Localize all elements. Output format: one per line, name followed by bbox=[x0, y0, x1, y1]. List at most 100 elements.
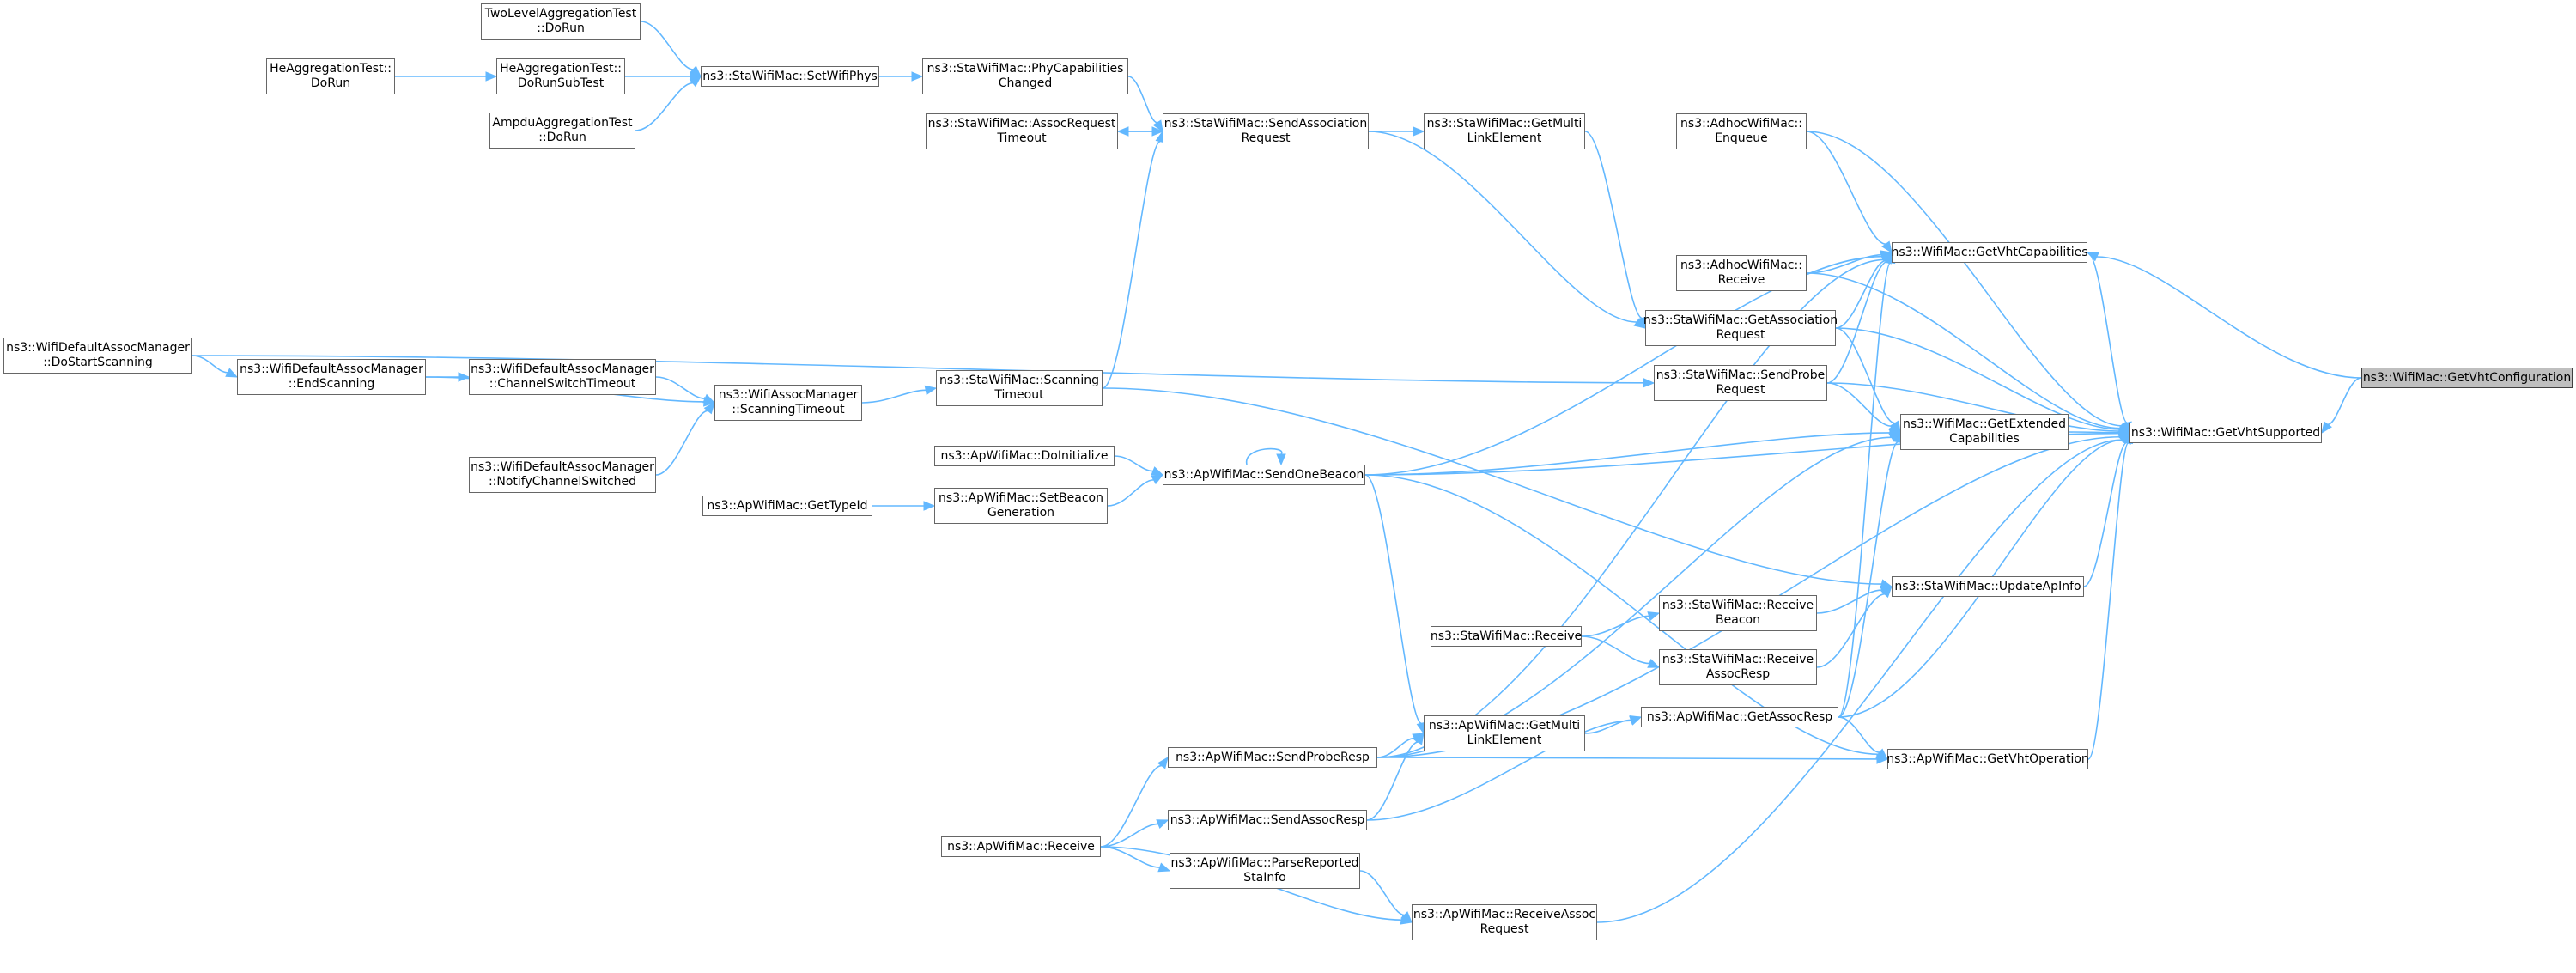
node-label: ns3::ApWifiMac::GetVhtOperation bbox=[1886, 751, 2089, 766]
call-edge bbox=[191, 355, 239, 378]
node-wifidefaultassocmanager-notifychannelswitched[interactable]: ns3::WifiDefaultAssocManager::NotifyChan… bbox=[469, 457, 656, 493]
node-label: ::ChannelSwitchTimeout bbox=[489, 377, 636, 391]
node-label: ns3::StaWifiMac::PhyCapabilities bbox=[927, 62, 1124, 76]
node-stawifimac-updateapinfo[interactable]: ns3::StaWifiMac::UpdateApInfo bbox=[1892, 576, 2084, 597]
node-label: ns3::StaWifiMac::UpdateApInfo bbox=[1894, 579, 2081, 593]
node-label: ::EndScanning bbox=[288, 377, 375, 391]
node-heaggregationtest-dorun[interactable]: HeAggregationTest::DoRun bbox=[266, 58, 395, 94]
node-label: DoRun bbox=[310, 76, 351, 90]
node-adhocwifimac-enqueue[interactable]: ns3::AdhocWifiMac::Enqueue bbox=[1676, 113, 1807, 149]
node-apwifimac-getvhtoperation[interactable]: ns3::ApWifiMac::GetVhtOperation bbox=[1886, 749, 2089, 769]
node-stawifimac-receive[interactable]: ns3::StaWifiMac::Receive bbox=[1431, 626, 1582, 647]
node-label: ::DoStartScanning bbox=[43, 356, 153, 369]
node-label: ns3::WifiDefaultAssocManager bbox=[471, 362, 654, 376]
call-edge bbox=[2087, 431, 2134, 760]
node-label: ns3::ApWifiMac::ParseReported bbox=[1170, 856, 1359, 870]
call-edge bbox=[1100, 756, 1169, 848]
node-label: ns3::ApWifiMac::SetBeacon bbox=[939, 491, 1103, 505]
node-label: DoRunSubTest bbox=[517, 76, 605, 90]
call-edge bbox=[1806, 272, 2131, 434]
call-edge bbox=[1581, 611, 1661, 637]
node-label: ns3::WifiDefaultAssocManager bbox=[471, 460, 654, 474]
node-label: ns3::StaWifiMac::Receive bbox=[1430, 629, 1583, 643]
node-label: ns3::ApWifiMac::DoInitialize bbox=[940, 448, 1109, 463]
node-label: ns3::ApWifiMac::GetAssocResp bbox=[1646, 709, 1833, 724]
node-label: ns3::StaWifiMac::GetMulti bbox=[1426, 117, 1583, 131]
call-edge bbox=[1368, 131, 1647, 329]
node-adhocwifimac-receive[interactable]: ns3::AdhocWifiMac::Receive bbox=[1676, 255, 1807, 291]
call-edge bbox=[191, 355, 1656, 388]
node-label: Request bbox=[1716, 383, 1765, 397]
node-label: ns3::ApWifiMac::GetMulti bbox=[1428, 719, 1581, 733]
call-edge bbox=[1116, 126, 1163, 137]
node-label: TwoLevelAggregationTest bbox=[484, 7, 637, 21]
call-edge bbox=[2321, 377, 2362, 435]
node-apwifimac-getassocresp[interactable]: ns3::ApWifiMac::GetAssocResp bbox=[1641, 707, 1838, 727]
node-label: Capabilities bbox=[1949, 432, 2020, 446]
node-label: AssocResp bbox=[1705, 667, 1771, 681]
call-edge bbox=[655, 401, 715, 476]
call-edge bbox=[1826, 382, 1902, 433]
call-edge bbox=[1102, 387, 1893, 589]
node-label: ns3::WifiMac::GetVhtCapabilities bbox=[1891, 245, 2088, 259]
node-label: ns3::ApWifiMac::Receive bbox=[947, 839, 1095, 854]
node-stawifimac-setwifiphys[interactable]: ns3::StaWifiMac::SetWifiPhys bbox=[701, 66, 879, 87]
node-label: ns3::StaWifiMac::Receive bbox=[1662, 599, 1814, 612]
node-apwifimac-sendonebeacon[interactable]: ns3::ApWifiMac::SendOneBeacon bbox=[1163, 465, 1365, 485]
call-edge bbox=[1369, 126, 1425, 137]
node-twolevelaggregationtest-dorun[interactable]: TwoLevelAggregationTest::DoRun bbox=[481, 3, 641, 40]
node-wifidefaultassocmanager-dostartscanning[interactable]: ns3::WifiDefaultAssocManager::DoStartSca… bbox=[3, 338, 192, 374]
node-label: ns3::WifiAssocManager bbox=[718, 388, 859, 402]
node-label: ::NotifyChannelSwitched bbox=[488, 475, 637, 489]
node-label: ns3::ApWifiMac::SendAssocResp bbox=[1170, 812, 1365, 827]
call-edge bbox=[879, 71, 924, 82]
node-wifimac-getvhtsupported[interactable]: ns3::WifiMac::GetVhtSupported bbox=[2129, 423, 2322, 443]
node-label: ns3::WifiMac::GetVhtConfiguration bbox=[2362, 370, 2572, 385]
call-edge bbox=[635, 76, 702, 131]
node-apwifimac-sendassocresp[interactable]: ns3::ApWifiMac::SendAssocResp bbox=[1168, 810, 1367, 830]
node-heaggregationtest-dorunsubtest[interactable]: HeAggregationTest::DoRunSubTest bbox=[496, 58, 625, 94]
call-edge bbox=[861, 385, 938, 404]
node-apwifimac-receive[interactable]: ns3::ApWifiMac::Receive bbox=[941, 836, 1101, 857]
node-apwifimac-sendproberesp[interactable]: ns3::ApWifiMac::SendProbeResp bbox=[1168, 747, 1377, 768]
node-label: ns3::ApWifiMac::SendProbeResp bbox=[1176, 750, 1370, 764]
node-label: ns3::StaWifiMac::SendAssociation bbox=[1163, 117, 1368, 131]
node-label: ns3::WifiDefaultAssocManager bbox=[240, 362, 423, 376]
node-label: LinkElement bbox=[1467, 131, 1542, 145]
node-wifimac-getvhtcapabilities[interactable]: ns3::WifiMac::GetVhtCapabilities bbox=[1891, 242, 2088, 263]
node-label: ns3::AdhocWifiMac:: bbox=[1680, 258, 1802, 272]
call-edge bbox=[1114, 455, 1164, 476]
call-edge bbox=[1366, 716, 1643, 821]
node-label: ns3::ApWifiMac::GetTypeId bbox=[707, 498, 868, 513]
call-edge bbox=[1806, 131, 1893, 254]
node-label: ns3::StaWifiMac::SendProbe bbox=[1656, 368, 1826, 382]
node-label: Request bbox=[1479, 922, 1529, 936]
node-wifidefaultassocmanager-endscanning[interactable]: ns3::WifiDefaultAssocManager::EndScannin… bbox=[237, 359, 426, 395]
node-label: ns3::ApWifiMac::ReceiveAssoc bbox=[1413, 908, 1596, 921]
node-wifiassocmanager-scanningtimeout[interactable]: ns3::WifiAssocManager::ScanningTimeout bbox=[714, 385, 862, 421]
node-apwifimac-doinitialize[interactable]: ns3::ApWifiMac::DoInitialize bbox=[934, 446, 1115, 466]
call-edge bbox=[1376, 733, 1425, 758]
call-edge bbox=[1584, 131, 1647, 330]
node-label: Timeout bbox=[997, 131, 1047, 145]
call-edge bbox=[1366, 732, 1425, 821]
node-ampduaggregationtest-dorun[interactable]: AmpduAggregationTest::DoRun bbox=[489, 113, 635, 149]
node-label: AmpduAggregationTest bbox=[492, 116, 633, 130]
node-wifidefaultassocmanager-channelswitchtimeout[interactable]: ns3::WifiDefaultAssocManager::ChannelSwi… bbox=[469, 359, 656, 395]
node-apwifimac-gettypeid[interactable]: ns3::ApWifiMac::GetTypeId bbox=[702, 496, 872, 516]
